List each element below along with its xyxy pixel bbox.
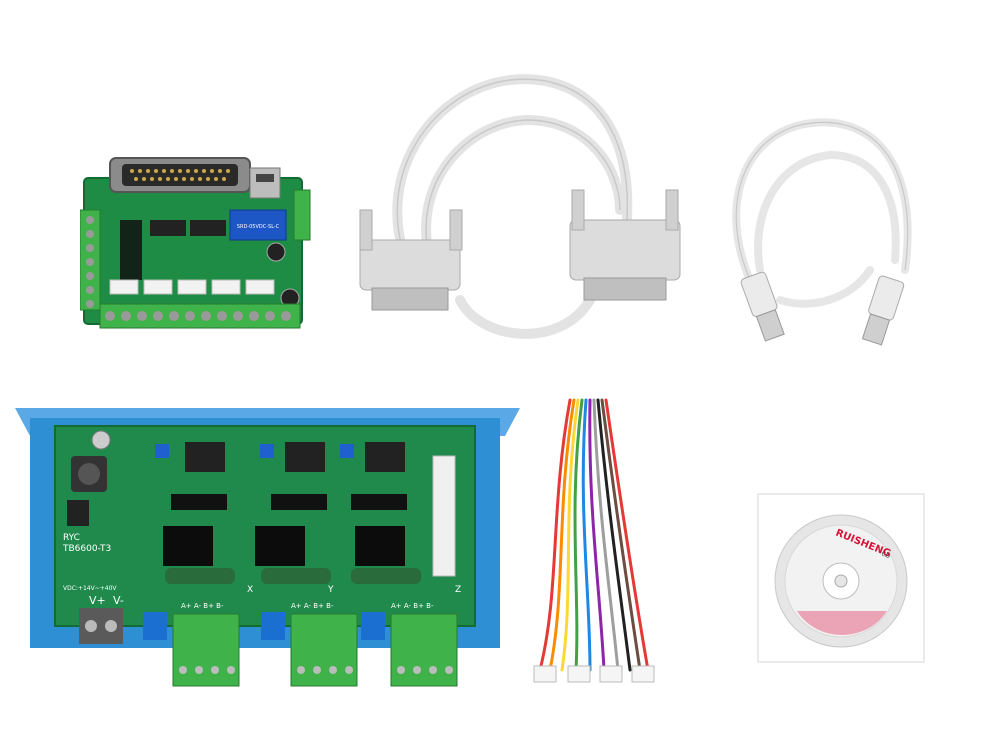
axis-label-x: X [247,585,253,595]
brand-label: RYC [63,533,80,543]
coil-label-x: A+ A- B+ B- [181,602,224,610]
rainbow-ribbon-cable [530,390,660,690]
vminus-label: V- [113,594,124,607]
coil-label-y: A+ A- B+ B- [291,602,334,610]
cd-sleeve: RUISHENG CD [757,493,925,663]
coil-label-z: A+ A- B+ B- [391,602,434,610]
axis-label-y: Y [327,585,334,595]
axis-label-z: Z [455,585,461,595]
cd-sub-label: CD [880,550,891,560]
tb6600-driver-board: RYC TB6600-T3 VDC:+14V~+40V V+ V- X Y Z … [15,408,520,690]
interface-breakout-board: SRD-05VDC-SL-C [79,150,320,340]
vplus-label: V+ [89,594,106,607]
usb-cable [720,100,930,360]
relay-label: SRD-05VDC-SL-C [237,224,280,230]
db25-parallel-cable [350,60,700,360]
model-label: TB6600-T3 [62,544,111,554]
voltage-label: VDC:+14V~+40V [63,585,117,592]
